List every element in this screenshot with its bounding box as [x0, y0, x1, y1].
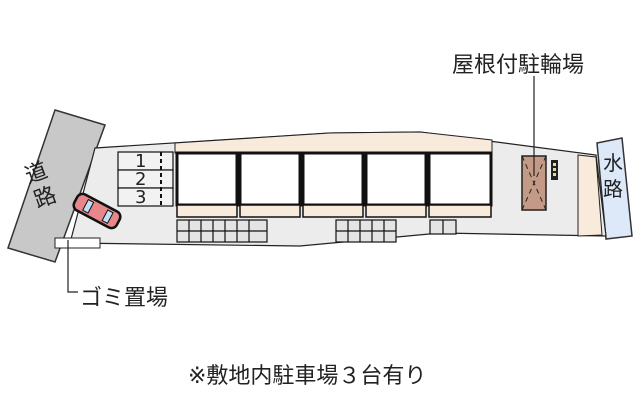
east-strip [577, 154, 603, 237]
bicycle-parking-label: 屋根付駐輪場 [452, 53, 585, 78]
road-area [7, 109, 106, 263]
space-2-label: 2 [135, 169, 147, 190]
garbage-area [54, 237, 101, 249]
building-top-trim [174, 131, 493, 154]
garbage-label: ゴミ置場 [80, 286, 169, 311]
car-icon [72, 192, 122, 230]
space-1-label: 1 [135, 151, 147, 172]
building [175, 151, 493, 207]
storage-grid [176, 219, 457, 243]
parking-spaces [117, 151, 174, 207]
garbage-leader-line [67, 240, 78, 293]
waterway-label: 水路 [603, 151, 623, 201]
space-3-label: 3 [135, 187, 147, 208]
entrances [176, 204, 492, 218]
footnote: ※敷地内駐車場３台有り [188, 364, 427, 389]
